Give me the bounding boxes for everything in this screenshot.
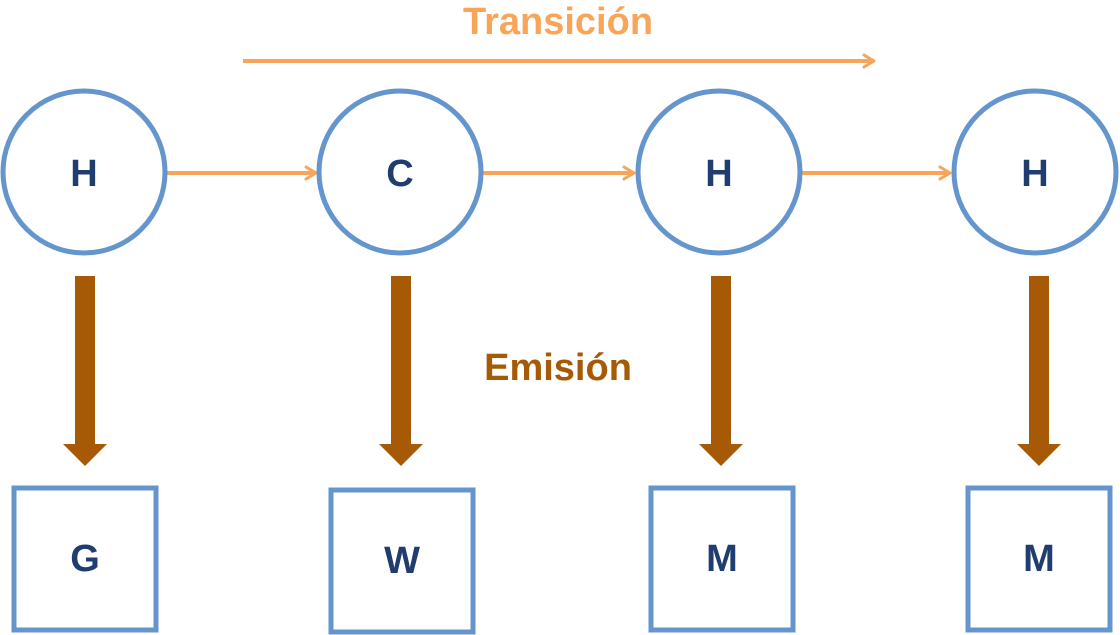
hidden-state-label: C	[386, 153, 413, 195]
emission-label: Emisión	[484, 347, 632, 389]
emission-arrow-3	[699, 276, 743, 466]
observation-3: M	[648, 485, 796, 633]
hidden-state-3: H	[635, 88, 803, 256]
hidden-state-4: H	[951, 88, 1119, 256]
hidden-state-label: H	[705, 153, 732, 195]
observation-1: G	[11, 485, 159, 633]
observation-label: M	[706, 538, 738, 580]
emission-arrow-1	[63, 276, 107, 466]
observation-label: W	[384, 540, 420, 582]
emission-arrow-2	[379, 276, 423, 466]
emission-arrow-4	[1017, 276, 1061, 466]
hidden-state-label: H	[70, 153, 97, 195]
transition-label: Transición	[463, 1, 653, 43]
observation-label: M	[1023, 538, 1055, 580]
hidden-state-2: C	[316, 88, 484, 256]
observation-4: M	[965, 485, 1113, 633]
hidden-state-1: H	[0, 88, 168, 256]
hidden-state-label: H	[1021, 153, 1048, 195]
observation-2: W	[328, 487, 476, 635]
observation-label: G	[70, 538, 100, 580]
